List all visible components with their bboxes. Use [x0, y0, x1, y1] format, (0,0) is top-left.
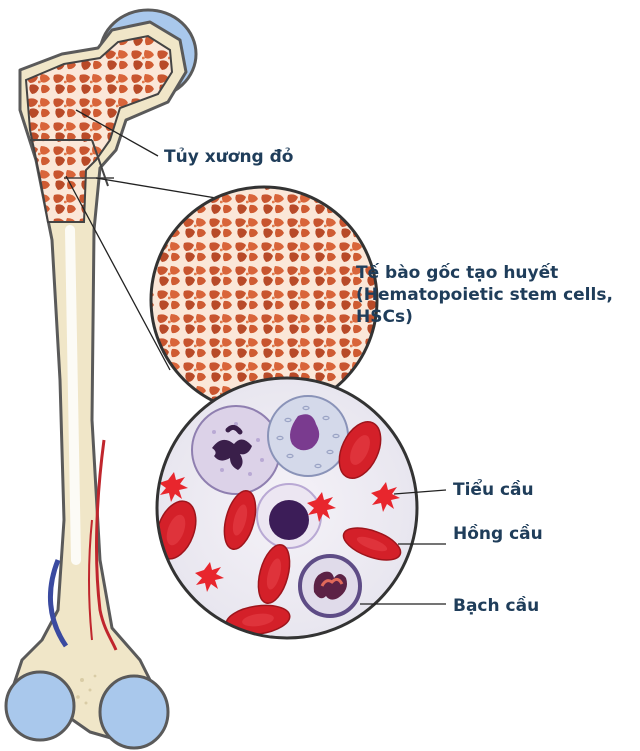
neutrophil-cell — [192, 406, 280, 494]
lymphocyte-cell — [268, 396, 348, 476]
label-red-blood-cell: Hồng cầu — [453, 524, 543, 545]
blood-cells-circle — [149, 378, 417, 638]
label-platelet: Tiểu cầu — [453, 480, 534, 501]
label-hsc-line-3: HSCs) — [356, 307, 613, 329]
label-hsc-line-1: Tế bào gốc tạo huyết — [356, 263, 613, 285]
label-white-blood-cell: Bạch cầu — [453, 596, 539, 617]
stem-cell — [257, 484, 321, 548]
medial-condyle-cartilage — [100, 676, 168, 748]
white-blood-cell — [300, 556, 360, 616]
label-hematopoietic-stem-cells: Tế bào gốc tạo huyết (Hematopoietic stem… — [356, 263, 613, 329]
label-hsc-line-2: (Hematopoietic stem cells, — [356, 285, 613, 307]
label-red-marrow: Tủy xương đỏ — [164, 147, 293, 168]
lateral-condyle-cartilage — [6, 672, 74, 740]
